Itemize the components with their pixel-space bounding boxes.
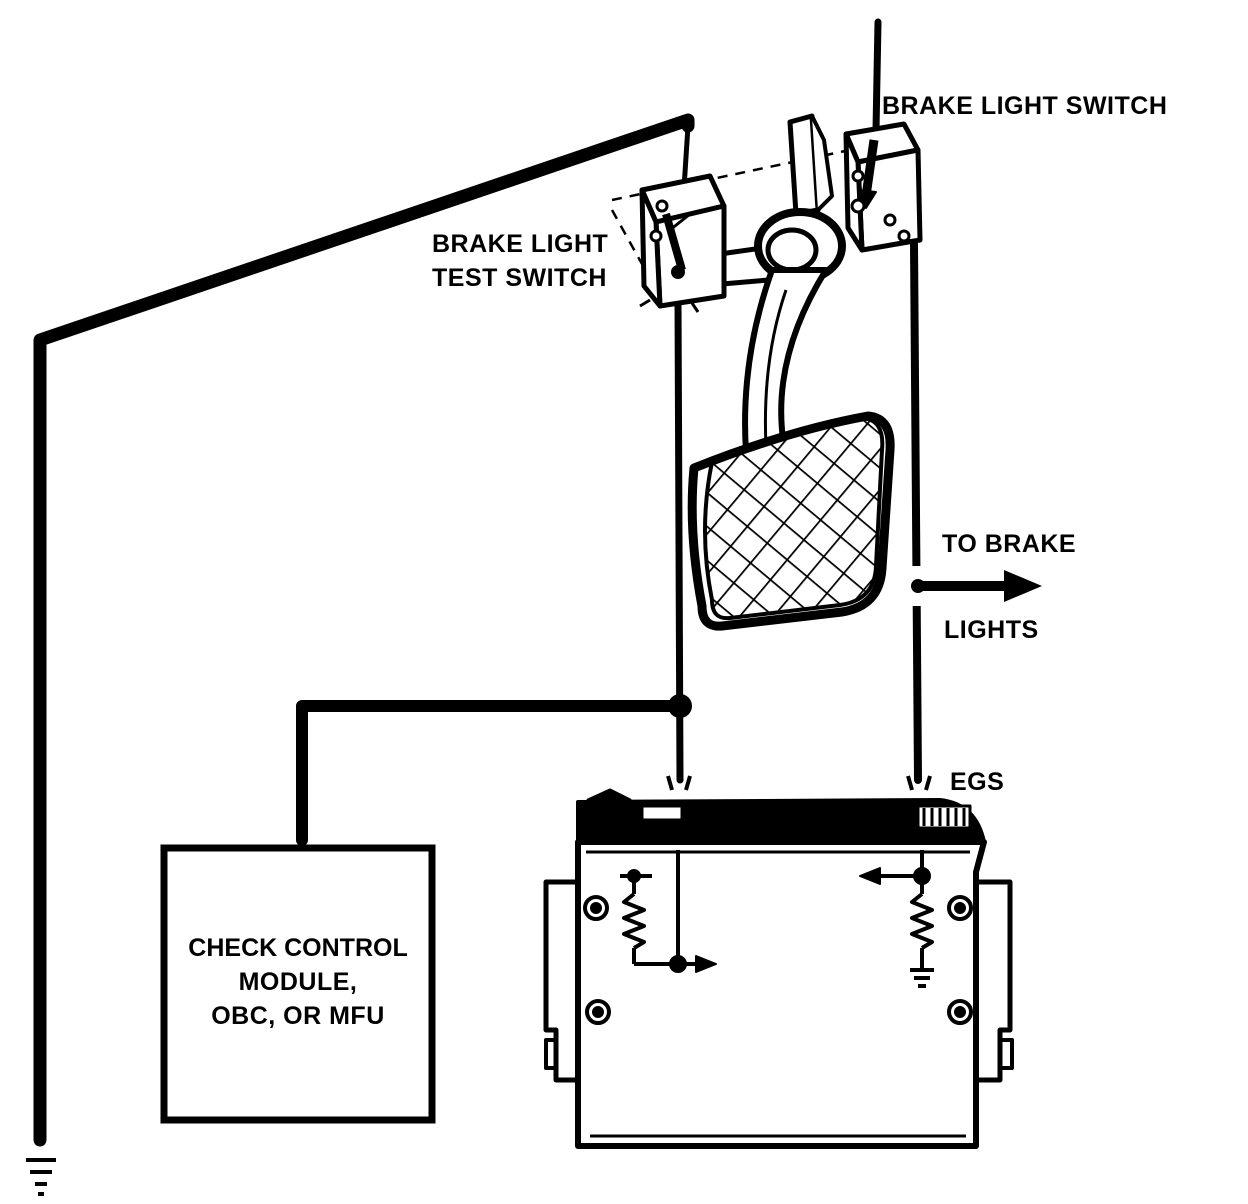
test-switch-top-wire (681, 123, 691, 191)
test-switch-label-line2: TEST SWITCH (432, 264, 607, 292)
lights-label: LIGHTS (944, 616, 1039, 644)
wiring (33, 18, 922, 1147)
egs-module (543, 775, 1014, 1149)
ground-symbol-icon (26, 1158, 56, 1196)
brake-light-switch (843, 121, 923, 253)
brake-switch-output-wire (910, 240, 922, 784)
brake-light-test-switch (639, 173, 727, 313)
test-switch-label-line1: BRAKE LIGHT (432, 230, 609, 258)
check-control-module-box (160, 844, 436, 1124)
egs-right-mount (976, 879, 1013, 1083)
check-control-label-line2: MODULE, (238, 968, 358, 996)
egs-internal-circuit-right (859, 850, 934, 988)
egs-left-mount (543, 879, 578, 1083)
check-control-wire (296, 700, 686, 846)
splice-junction (668, 694, 692, 718)
egs-label: EGS (950, 768, 1005, 796)
egs-screws (583, 895, 973, 1025)
brake-light-switch-label: BRAKE LIGHT SWITCH (882, 92, 1168, 120)
feed-wire-to-ground (33, 113, 695, 1147)
to-brake-lights-arrow (906, 566, 1042, 606)
brake-switch-feed-wire (872, 18, 882, 134)
brake-pedal (687, 113, 895, 631)
egs-internal-circuit-left (620, 850, 717, 973)
to-brake-label: TO BRAKE (942, 530, 1077, 558)
check-control-label-line3: OBC, OR MFU (211, 1002, 385, 1030)
check-control-label-line1: CHECK CONTROL (188, 934, 408, 962)
